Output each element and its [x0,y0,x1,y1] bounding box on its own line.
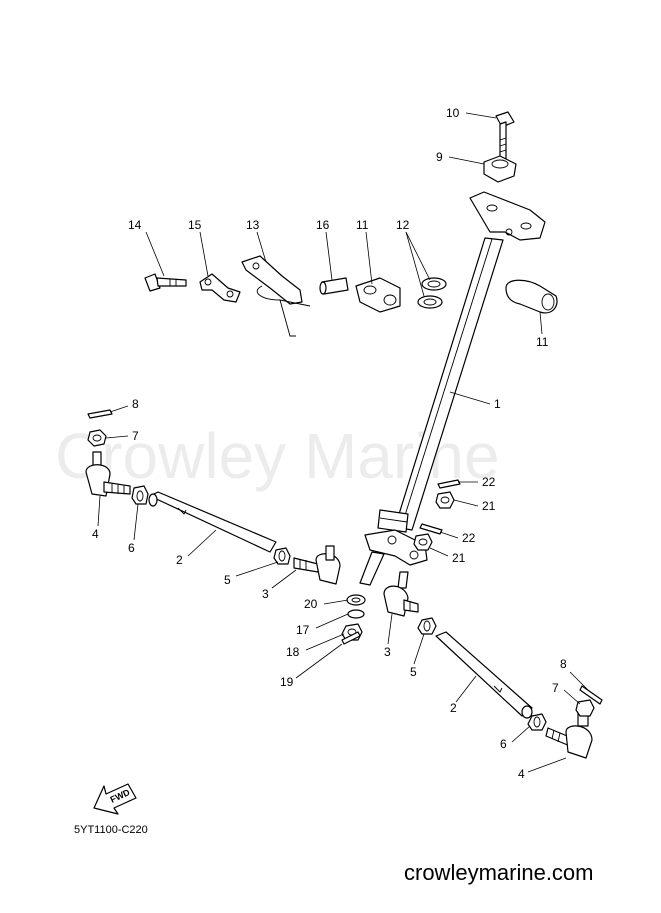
washers-12 [417,277,447,309]
collar-16 [319,277,349,295]
callout-11-right: 11 [536,335,549,349]
callout-11-top: 11 [356,218,369,232]
callout-2-right: 2 [450,701,457,715]
callout-6-right: 6 [500,737,507,751]
callout-4-left: 4 [92,527,99,541]
callout-8-right: 8 [560,657,567,671]
shaft-holder-upper [483,155,517,183]
nut-5-left [273,547,291,565]
plate-15 [199,273,241,303]
callout-14: 14 [128,218,142,232]
callout-7-right: 7 [552,681,559,695]
bracket-13 [241,255,311,337]
callout-17: 17 [296,623,310,637]
leader-lines [97,112,589,773]
callout-3-left: 3 [262,587,269,601]
callout-8-left: 8 [132,397,139,411]
nut-5-right [417,617,437,635]
cotter-pin-22-lower [419,523,443,535]
callout-22-upper: 22 [482,475,496,489]
diagram-code: 5YT1100-C220 [74,824,148,836]
shaft-holder-top [355,277,401,313]
callout-20: 20 [304,597,318,611]
callout-13: 13 [246,218,260,232]
callout-18: 18 [286,645,300,659]
callout-5-right: 5 [410,665,417,679]
callout-21-upper: 21 [482,499,496,513]
tie-rod-right [435,631,533,719]
nut-6-left [131,485,149,505]
washer-17 [347,609,365,619]
cotter-pin-right [579,685,603,705]
callout-21-lower: 21 [452,551,466,565]
holder-bolt [495,111,515,163]
bolt-14 [144,273,187,292]
cotter-pin-19 [341,631,361,645]
callout-3-right: 3 [384,645,391,659]
callout-5-left: 5 [224,573,231,587]
nut-6-right [527,713,547,731]
callout-2-left: 2 [176,553,183,567]
callout-6-left: 6 [128,541,135,555]
callout-labels: 10 9 14 15 13 16 11 12 11 1 8 7 4 6 2 5 … [92,106,567,781]
fwd-arrow-badge: FWD [93,783,137,815]
nut-7-left [87,429,107,447]
callout-1: 1 [494,397,501,411]
callout-22-lower: 22 [462,531,476,545]
callout-15: 15 [188,218,202,232]
steering-column [359,191,546,586]
nut-21-upper [435,491,455,509]
nut-21-lower [413,533,433,551]
callout-4-right: 4 [518,767,525,781]
tie-rod-end-3-left [293,545,341,585]
tie-rod-end-left [85,451,131,497]
callout-10: 10 [446,106,460,120]
callout-16: 16 [316,218,330,232]
nut-7-right [575,699,595,717]
cotter-pin-22-upper [437,479,461,489]
callout-7-left: 7 [132,429,139,443]
washer-20 [346,594,366,606]
callout-19: 19 [280,675,294,689]
tie-rod-left [148,491,277,553]
cotter-pin-left [87,409,113,419]
callout-12: 12 [396,218,410,232]
tie-rod-end-3-right [383,571,419,617]
website-text: crowleymarine.com [404,860,594,885]
shaft-holder-right [505,279,558,314]
callout-9: 9 [436,150,443,164]
tie-rod-end-right [545,711,593,759]
